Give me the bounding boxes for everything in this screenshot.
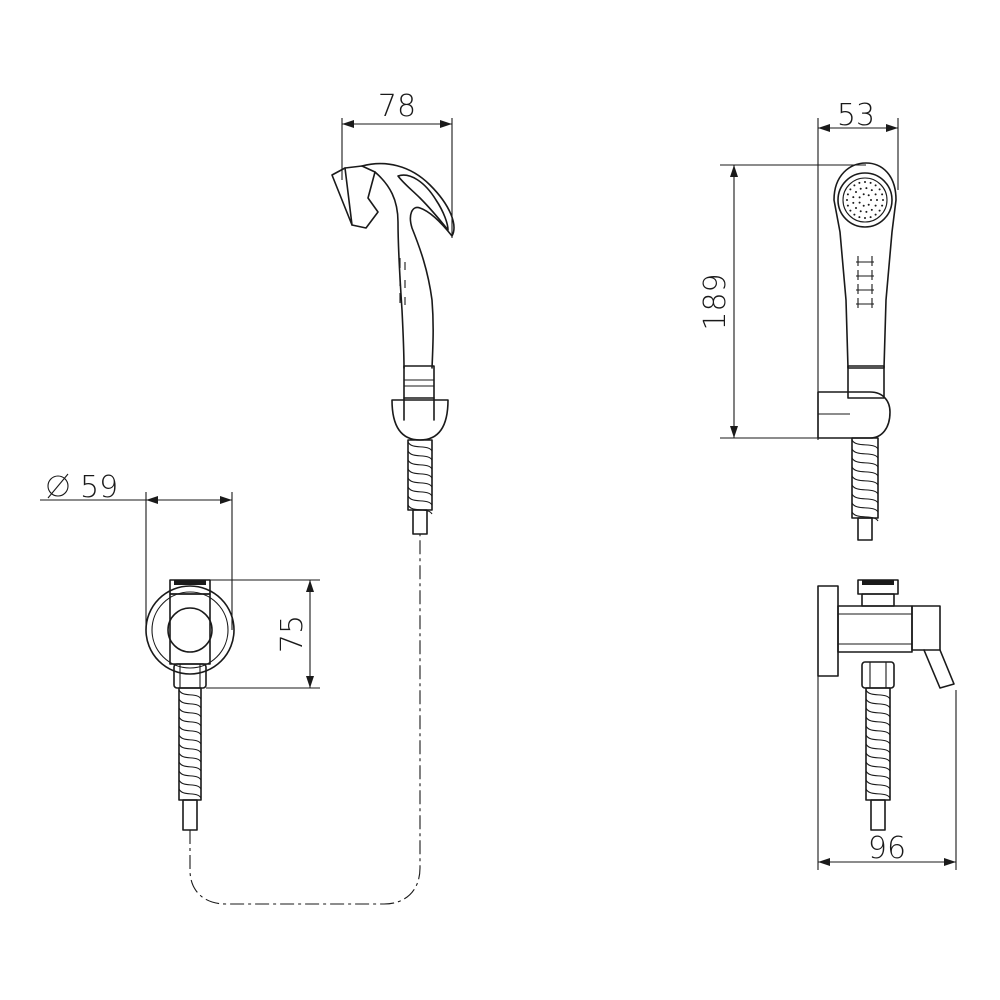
dimension-diameter-59: 59 (40, 470, 233, 630)
dimension-96-label: 96 (868, 831, 906, 866)
dimension-53-label: 53 (837, 98, 875, 133)
hose-spring-coils (178, 439, 891, 799)
dimension-189-label: 189 (698, 273, 733, 330)
valve-front-view (145, 579, 235, 831)
dimension-75: 75 (206, 579, 320, 689)
hand-shower-side-view (817, 162, 897, 541)
hand-shower-front-view (331, 162, 455, 535)
dimension-189: 189 (698, 164, 866, 439)
dimension-75-label: 75 (275, 615, 310, 653)
dimension-53: 53 (817, 98, 899, 440)
dimension-78: 78 (341, 89, 453, 238)
valve-side-view (817, 579, 955, 831)
hose-path (189, 534, 421, 905)
diameter-symbol-icon (47, 473, 69, 499)
dimension-78-label: 78 (378, 89, 416, 124)
dimension-96: 96 (817, 676, 957, 870)
dimension-59-label: 59 (80, 470, 118, 505)
